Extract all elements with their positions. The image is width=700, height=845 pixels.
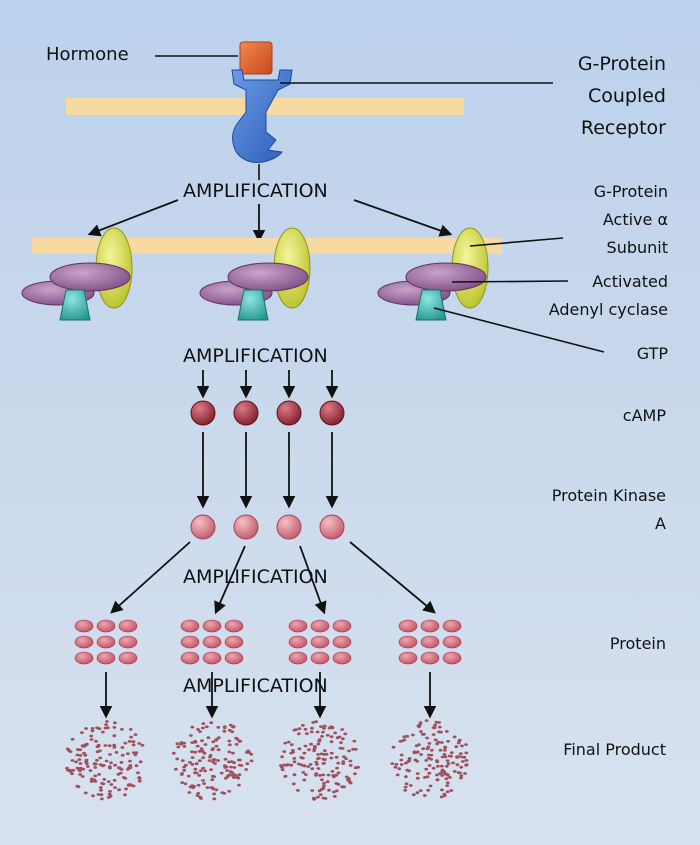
arrow-pka-2 (214, 545, 246, 615)
pka-molecule-4 (319, 514, 345, 540)
g-protein-complex-1 (21, 227, 133, 321)
camp-molecule-3 (276, 400, 302, 426)
g-alpha-label-line-3: Subunit (606, 238, 668, 257)
camp-molecule-1 (190, 400, 216, 426)
arrow-pka-3 (299, 545, 327, 615)
pka-row (190, 514, 345, 540)
gpcr-label: G-Protein Coupled Receptor (578, 48, 666, 144)
arrow-pka-1 (110, 541, 191, 614)
pka-label-line-1: Protein Kinase (551, 486, 666, 505)
receptor-icon (231, 69, 293, 163)
final-product-cluster-1 (65, 720, 145, 801)
arrow-pka-4 (349, 541, 436, 614)
middle-membrane (32, 238, 502, 254)
protein-cluster-2 (180, 619, 244, 665)
protein-cluster-4 (398, 619, 462, 665)
amplification-label-3: AMPLIFICATION (183, 566, 328, 588)
protein-cluster-1 (74, 619, 138, 665)
protein-row (74, 619, 462, 719)
pka-molecule-1 (190, 514, 216, 540)
pka-molecule-3 (276, 514, 302, 540)
protein-label: Protein (609, 634, 666, 653)
adenylyl-cyclase-label: Activated Adenyl cyclase (549, 268, 668, 324)
gtp-leader (433, 307, 605, 353)
gpcr-label-line-2: Coupled (587, 85, 666, 107)
arrow-amp1-right (353, 199, 453, 237)
pka-molecule-2 (233, 514, 259, 540)
g-alpha-leader (469, 237, 564, 247)
camp-row (190, 370, 345, 509)
g-alpha-label: G-Protein Active α Subunit (594, 178, 668, 262)
camp-molecule-2 (233, 400, 259, 426)
adenylyl-label-line-1: Activated (592, 272, 668, 291)
final-product-cluster-3 (278, 720, 360, 801)
camp-molecule-4 (319, 400, 345, 426)
adenylyl-label-line-2: Adenyl cyclase (548, 300, 668, 319)
gtp-label: GTP (636, 344, 668, 363)
final-product-label: Final Product (563, 740, 666, 759)
hormone-label: Hormone (46, 44, 129, 65)
arrow-amp1-left (87, 199, 179, 237)
pka-label-line-2: A (655, 514, 666, 533)
adenylyl-leader (451, 280, 569, 283)
pka-label: Protein Kinase A (552, 482, 666, 538)
amplification-label-4: AMPLIFICATION (183, 675, 328, 697)
hormone-icon (239, 41, 273, 75)
final-product-cluster-4 (390, 719, 469, 799)
gpcr-label-line-3: Receptor (580, 117, 666, 139)
g-alpha-label-line-1: G-Protein (593, 182, 668, 201)
camp-label: cAMP (622, 406, 666, 425)
amplification-label-2: AMPLIFICATION (183, 345, 328, 367)
protein-cluster-3 (288, 619, 352, 665)
final-product-cluster-2 (171, 721, 254, 801)
product-row (65, 719, 469, 801)
gpcr-label-line-1: G-Protein (577, 53, 666, 75)
g-protein-complex-2 (199, 227, 311, 321)
amplification-label-1: AMPLIFICATION (183, 180, 328, 202)
g-alpha-label-line-2: Active α (602, 210, 668, 229)
g-protein-complex-3 (377, 227, 489, 321)
